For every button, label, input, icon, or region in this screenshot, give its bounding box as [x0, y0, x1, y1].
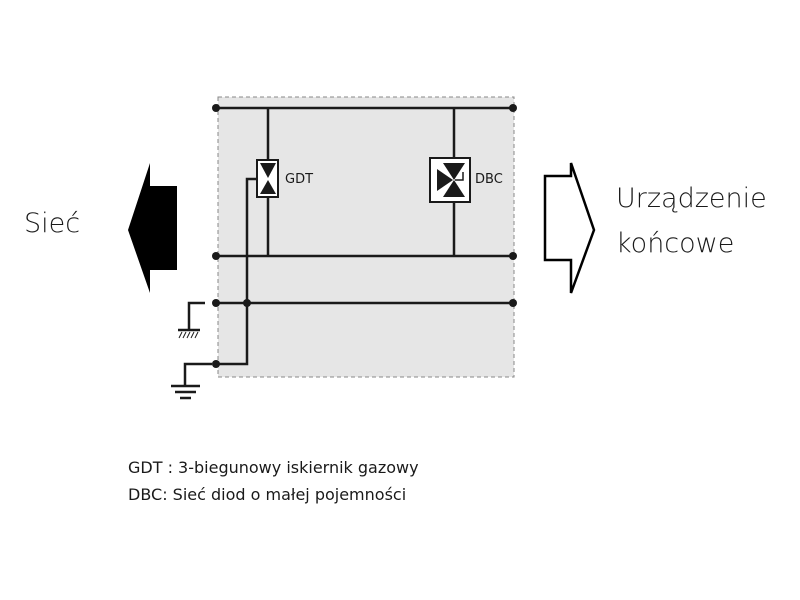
- legend-dbc: DBC: Sieć diod o małej pojemności: [128, 485, 407, 504]
- gdt-label: GDT: [285, 172, 314, 187]
- legend-gdt: GDT : 3-biegunowy iskiernik gazowy: [128, 458, 419, 477]
- network-label: Sieć: [24, 208, 81, 239]
- network-arrow-icon: [128, 163, 177, 293]
- gdt-earth-wire: [216, 177, 258, 366]
- junction-dots: [212, 104, 517, 368]
- device-label-line1: Urządzenie: [616, 183, 767, 214]
- chassis-hatch: [178, 331, 199, 339]
- device-label-line2: końcowe: [616, 228, 735, 259]
- dbc-label: DBC: [475, 172, 503, 187]
- protection-module-box: [217, 96, 515, 378]
- earth-ground-wire: [183, 362, 212, 385]
- device-arrow-icon: [543, 162, 596, 294]
- gdt-symbol: [256, 159, 279, 198]
- chassis-ground-wire: [187, 301, 205, 330]
- dbc-symbol: [429, 157, 471, 203]
